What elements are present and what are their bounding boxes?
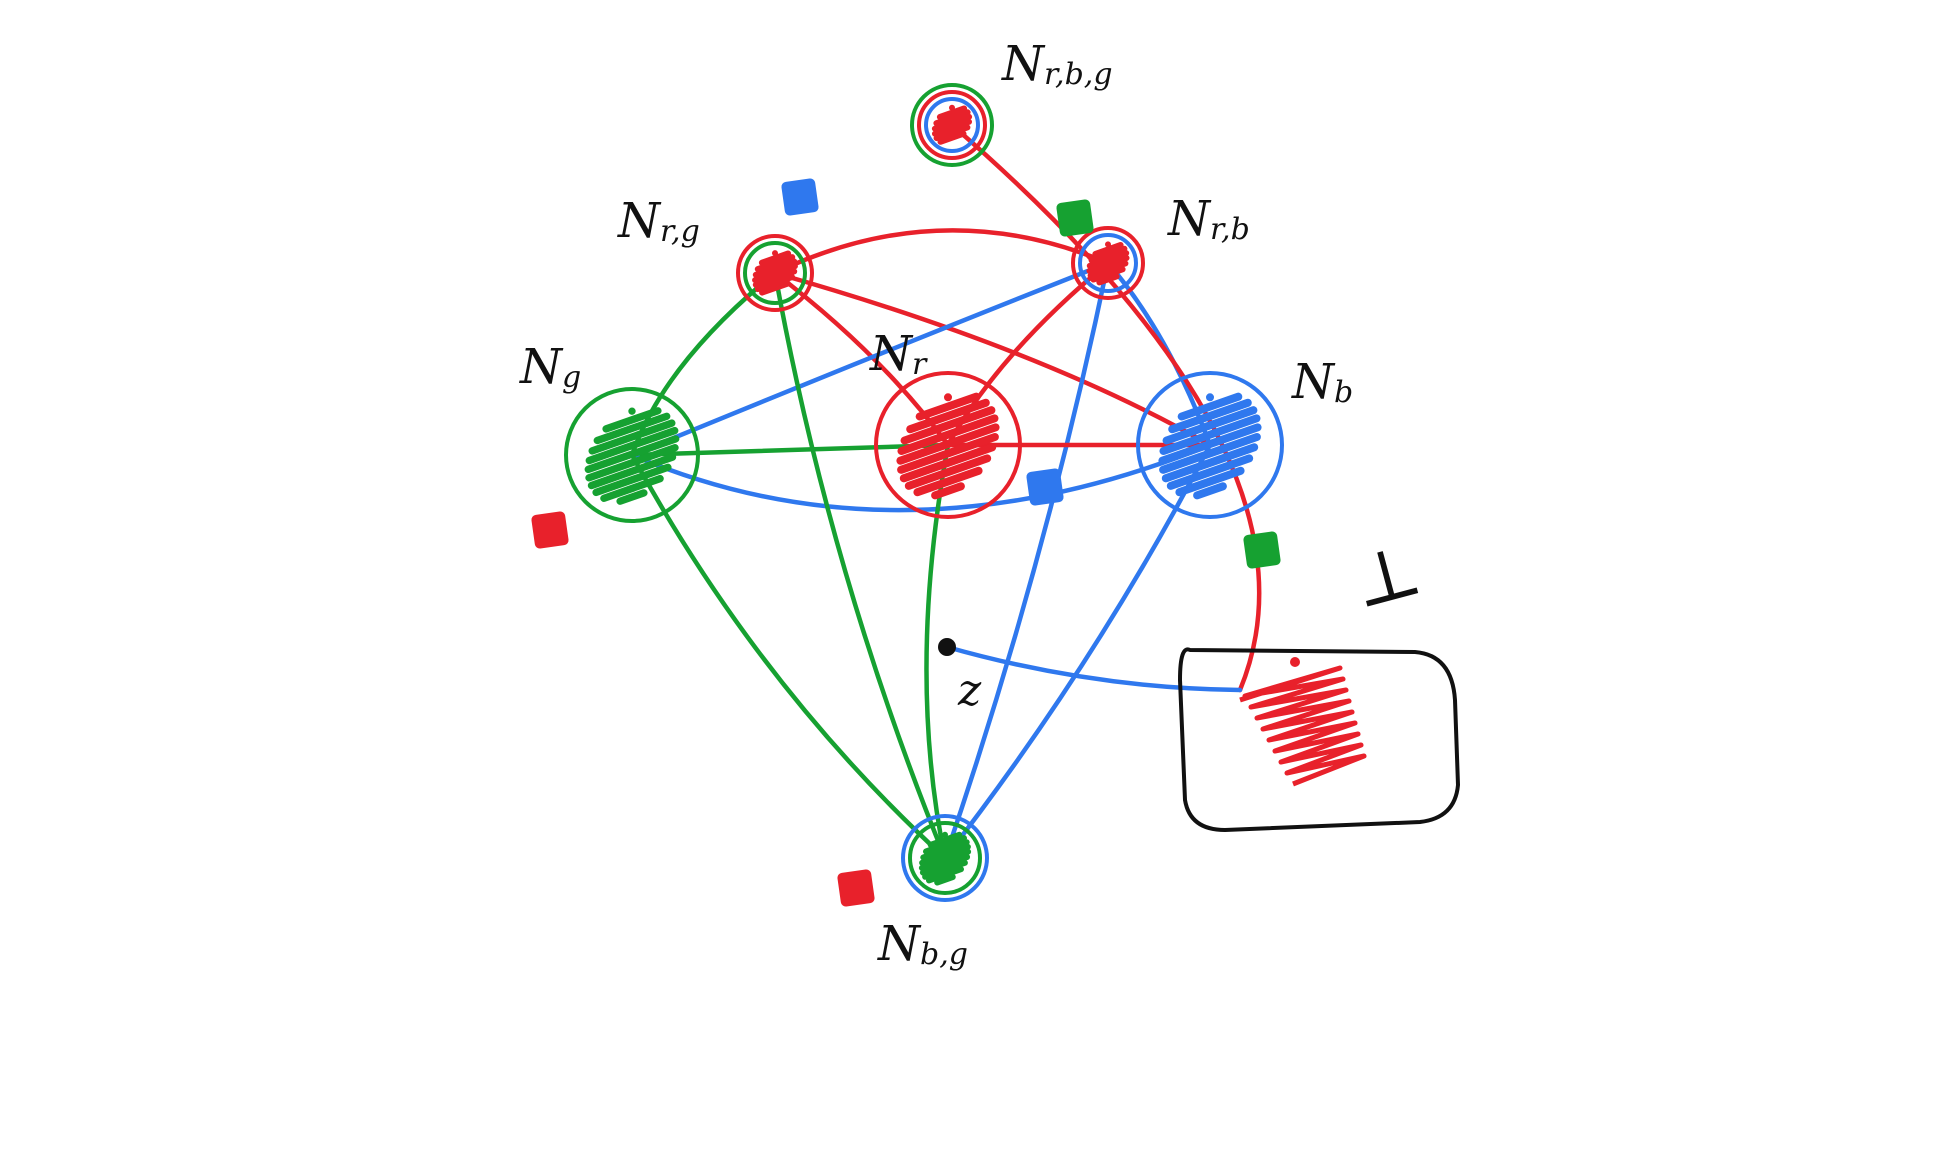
node-rg-ring [743,241,807,305]
edge-r-bg [924,442,951,861]
markers-layer [531,178,1281,907]
node-b-label: Nb [1291,354,1353,410]
marker-blue [781,178,819,216]
node-rbg-ring [910,83,994,167]
node-rbg-sub: r,b,g [1044,57,1113,92]
edge-z-bottom [944,644,1243,693]
node-g-sub: g [562,360,581,395]
node-rb: Nr,b [1071,191,1250,300]
node-rb-ring [1078,233,1138,293]
node-rg-fill [752,250,798,296]
bottom-terminal-fill [1239,657,1367,787]
edge-rb-g [629,260,1111,458]
marker-blue [1026,468,1064,506]
edge-g-bg [629,452,948,861]
edge-rb-bg [942,260,1111,861]
node-rbg-fill [931,104,973,145]
node-bg-ring [901,814,989,902]
node-rb-fill [1086,241,1130,286]
node-rg-sub: r,g [660,214,700,249]
edge-rg-b [772,270,1213,448]
node-bg-label: Nb,g [877,916,968,972]
marker-red [531,511,569,549]
node-rb-label: Nr,b [1167,191,1250,247]
edge-g-b [629,442,1213,513]
node-rbg-ring [924,97,980,153]
node-bg-ring [908,821,982,895]
node-g-label: Ng [519,339,581,395]
node-r-ring [874,371,1022,519]
bottom-terminal-label: ⊥ [1343,526,1430,625]
node-bg-sub: b,g [920,937,968,972]
node-b-ring [1136,371,1284,519]
node-b-sub: b [1334,375,1353,410]
node-bg: Nb,g [877,814,989,972]
node-rg-label: Nr,g [617,193,700,249]
z-terminal-label: z [957,665,982,716]
edge-rg-bg [772,270,948,861]
node-g-ring [564,387,700,523]
node-b: Nb [1136,354,1353,519]
node-rbg-ring [917,90,987,160]
z-terminal: z [938,638,982,716]
node-rbg: Nr,b,g [910,36,1113,167]
node-rg-ring [736,234,814,312]
edge-b-bg [942,442,1213,861]
node-r-label: Nr [869,326,928,382]
node-r: Nr [869,326,1022,519]
node-r-fill [896,392,1000,500]
node-r-sub: r [912,347,928,382]
node-bg-fill [918,831,972,886]
node-rg: Nr,g [617,193,814,312]
bottom-terminal: ⊥ [1178,526,1460,832]
node-b-fill [1158,392,1262,500]
marker-red [837,869,875,907]
marker-green [1056,199,1094,237]
node-g: Ng [519,339,700,523]
node-g-fill [584,407,680,505]
node-rb-sub: r,b [1210,212,1250,247]
node-rb-ring [1071,226,1145,300]
node-rbg-label: Nr,b,g [1001,36,1113,92]
edge-rg-rb [772,228,1111,276]
marker-green [1243,531,1281,569]
